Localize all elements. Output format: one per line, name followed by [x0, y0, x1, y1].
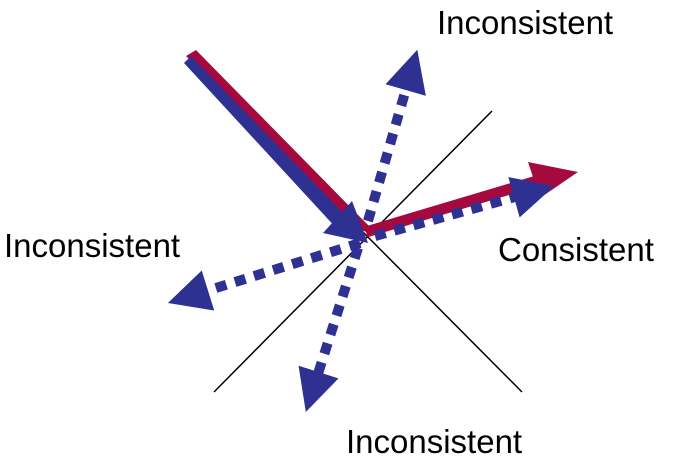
reflected-red-arrowhead — [528, 162, 578, 198]
label-inconsistent-top: Inconsistent — [437, 4, 614, 41]
incoming-ray-red — [186, 50, 372, 232]
label-inconsistent-left: Inconsistent — [4, 227, 181, 264]
dotted-ray-top — [363, 49, 426, 223]
dotted-ray-consistent — [373, 177, 555, 241]
reference-line-diagonal-b — [357, 226, 523, 393]
dotted-ray-left — [167, 238, 362, 311]
label-inconsistent-bottom: Inconsistent — [346, 423, 523, 460]
incoming-blue-arrowhead — [323, 201, 368, 243]
incoming-ray-blue — [184, 56, 358, 240]
dotted-ray-bottom — [298, 246, 363, 413]
label-consistent-right: Consistent — [498, 231, 654, 268]
reflected-ray-red — [364, 174, 542, 238]
